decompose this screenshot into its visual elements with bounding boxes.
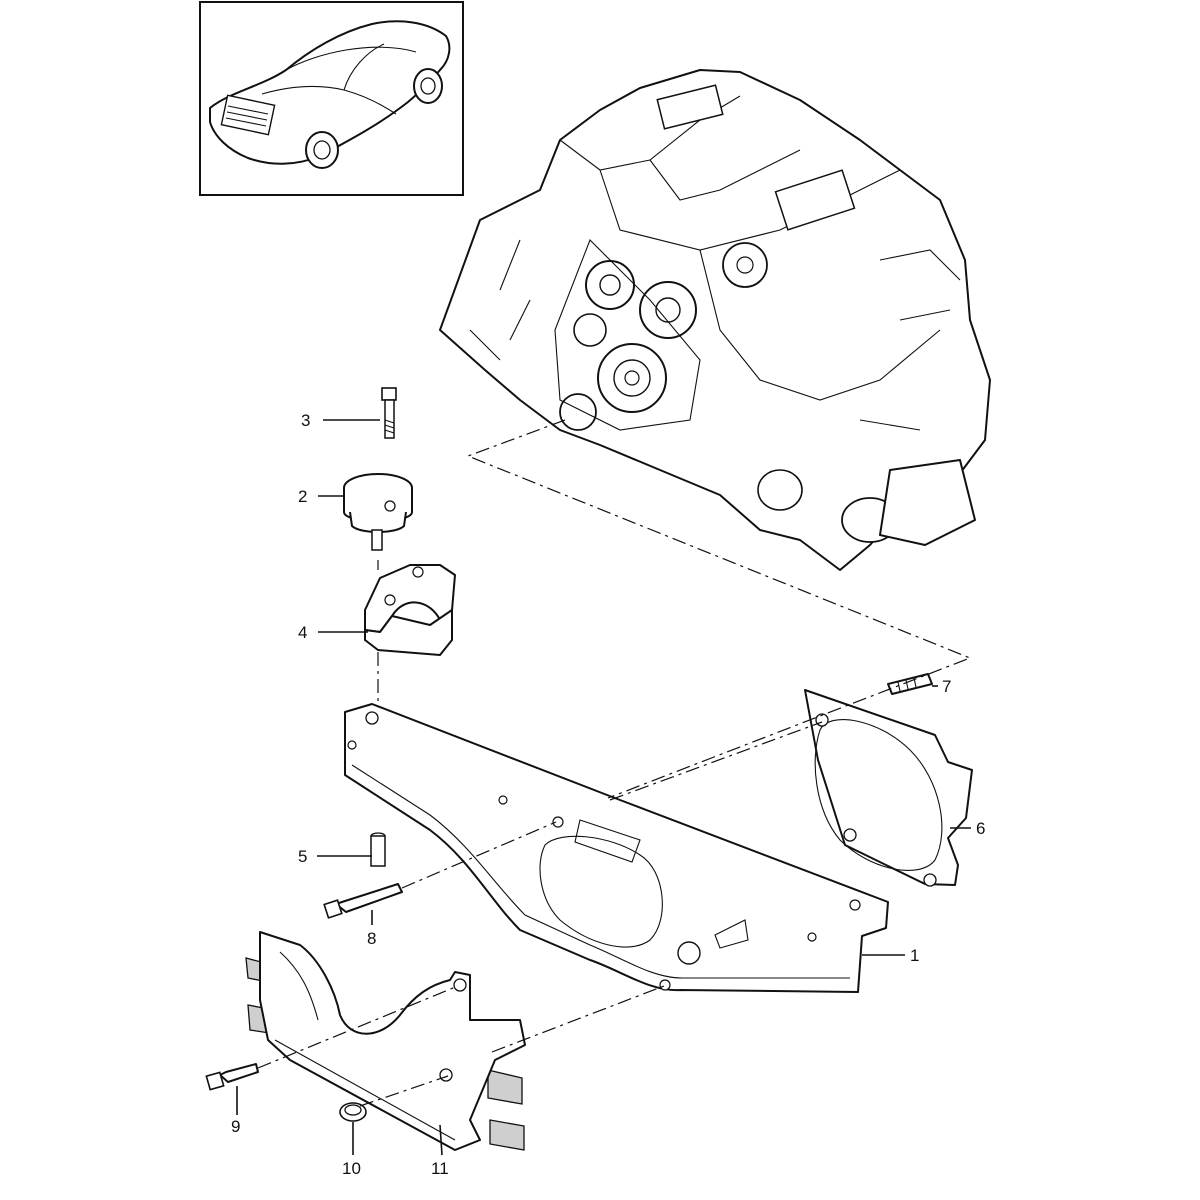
callout-11: 11: [431, 1159, 449, 1178]
callout-5: 5: [298, 847, 307, 866]
callout-6: 6: [976, 819, 985, 838]
callout-9: 9: [231, 1117, 240, 1136]
car-illustration: [209, 20, 451, 169]
part-8-bolt: [323, 883, 403, 919]
callouts: 1 2 3 4 5 6 7 8 9 10 11: [231, 411, 985, 1178]
leader-lines: [236, 419, 971, 1156]
part-11-lower-bracket: [245, 931, 526, 1151]
callout-2: 2: [298, 487, 307, 506]
part-9-bolt: [205, 1063, 259, 1091]
alignment-lines: [257, 419, 972, 1107]
engine-assembly: [439, 69, 991, 571]
callout-8: 8: [367, 929, 376, 948]
part-4-bracket: [364, 564, 456, 656]
callout-1: 1: [910, 946, 919, 965]
part-3-bolt: [381, 387, 397, 439]
part-6-plate: [804, 689, 973, 887]
part-5-sleeve: [370, 832, 386, 867]
part-7-stud: [887, 673, 933, 695]
part-10-nut: [339, 1102, 367, 1122]
callout-3: 3: [301, 411, 310, 430]
part-1-crossmember: [344, 703, 889, 993]
part-2-engine-mount: [343, 473, 413, 551]
callout-7: 7: [942, 677, 951, 696]
callout-10: 10: [342, 1159, 361, 1178]
vehicle-inset: [199, 1, 464, 196]
callout-4: 4: [298, 623, 307, 642]
